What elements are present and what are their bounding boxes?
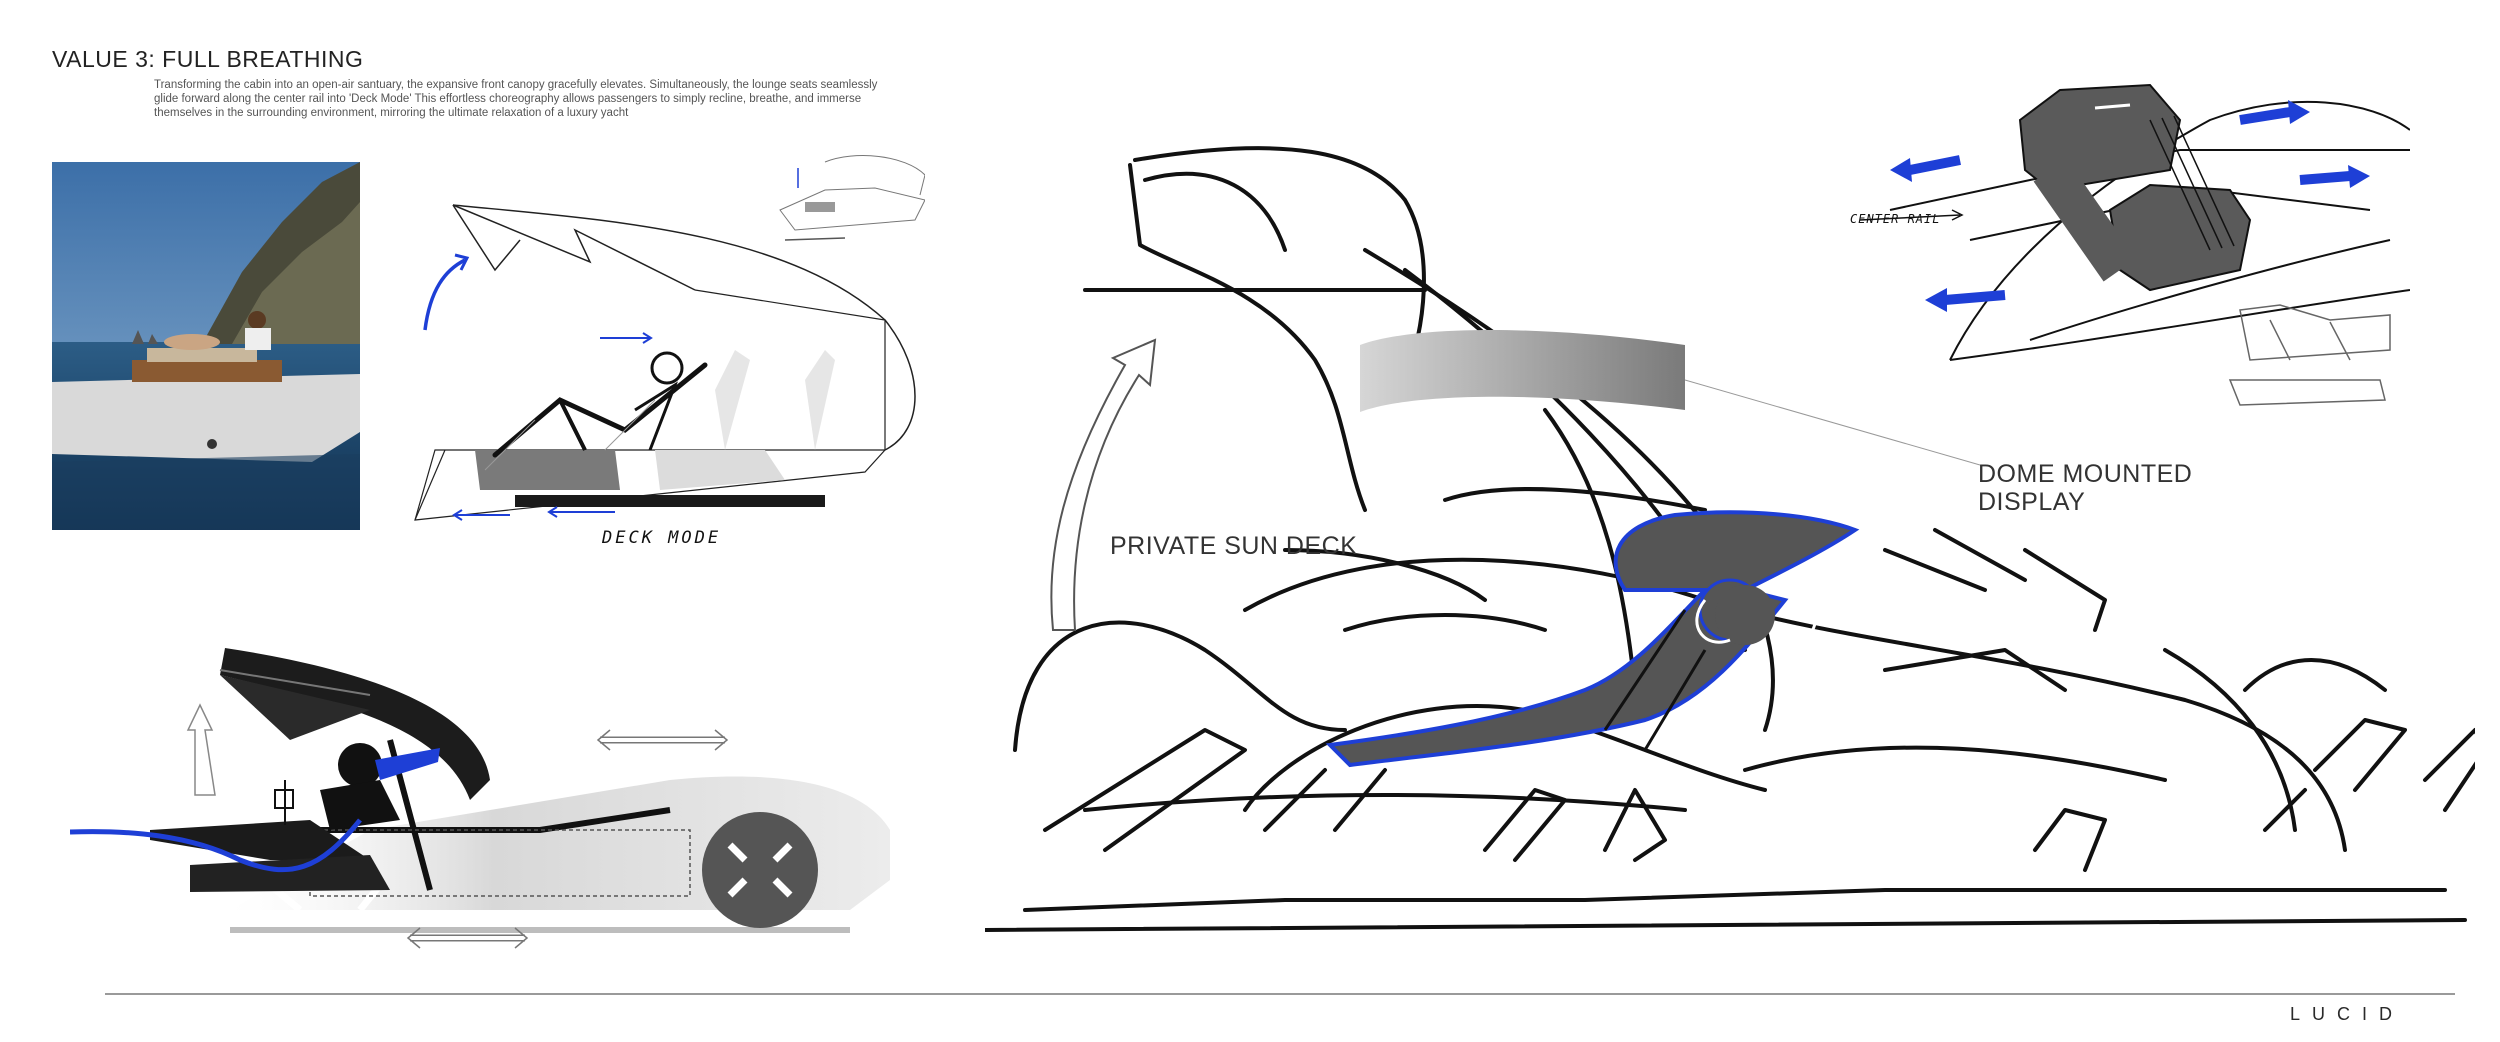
lucid-logo: LUCID xyxy=(2290,1004,2405,1024)
private-sun-deck-label: PRIVATE SUN DECK xyxy=(1110,532,1358,560)
deck-mode-side-sketch xyxy=(414,155,925,521)
dome-display-label-line1: DOME MOUNTED xyxy=(1978,460,2193,488)
canopy-render-sketch xyxy=(70,648,890,949)
dome-display-label-line2: DISPLAY xyxy=(1978,488,2086,516)
center-rail-seat-sketch xyxy=(1859,83,2410,406)
deck-mode-label: DECK MODE xyxy=(602,528,722,548)
yacht-photo xyxy=(52,162,360,530)
footer-divider xyxy=(105,993,2455,995)
private-sun-deck-sketch xyxy=(985,146,2475,932)
center-rail-label: CENTER RAIL xyxy=(1850,212,1941,226)
page-description: Transforming the cabin into an open-air … xyxy=(154,79,878,119)
dome-display-label: DOME MOUNTED DISPLAY xyxy=(1978,460,2192,516)
page-title: VALUE 3: FULL BREATHING xyxy=(52,46,364,72)
